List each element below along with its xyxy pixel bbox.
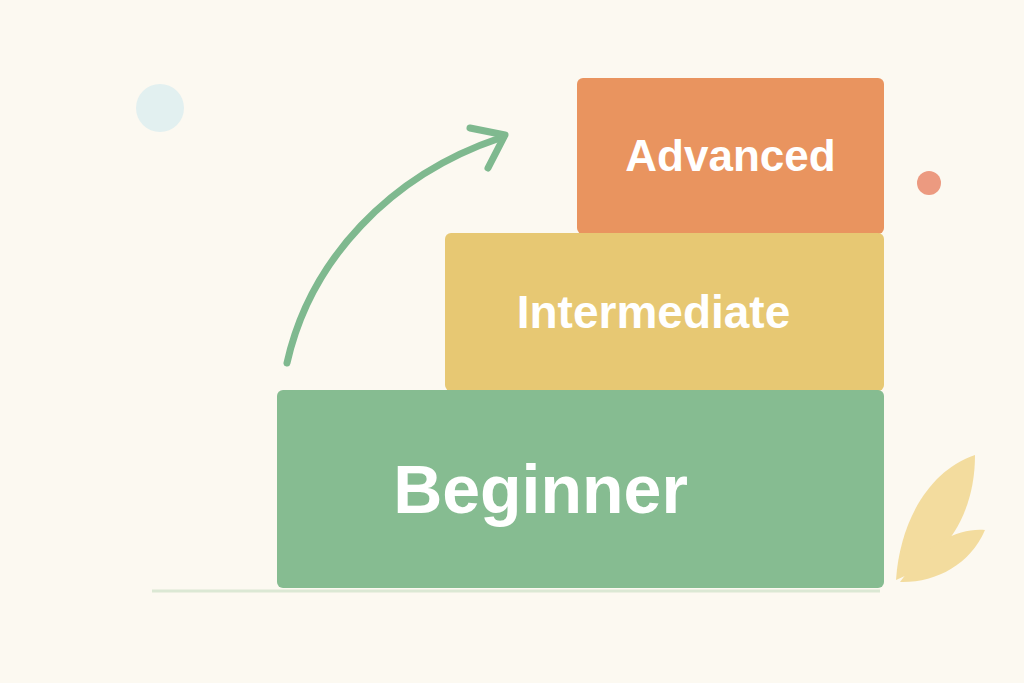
ground-line <box>152 590 880 593</box>
intermediate-block: Intermediate <box>445 233 884 391</box>
arrow-head <box>470 128 505 168</box>
leaf <box>900 530 985 582</box>
decor-circle <box>136 84 184 132</box>
beginner-block: Beginner <box>277 390 884 588</box>
advanced-block: Advanced <box>577 78 884 234</box>
level-label: Beginner <box>393 452 688 527</box>
level-label: Advanced <box>625 132 835 180</box>
decor-dot <box>917 171 941 195</box>
level-label: Intermediate <box>517 287 791 338</box>
